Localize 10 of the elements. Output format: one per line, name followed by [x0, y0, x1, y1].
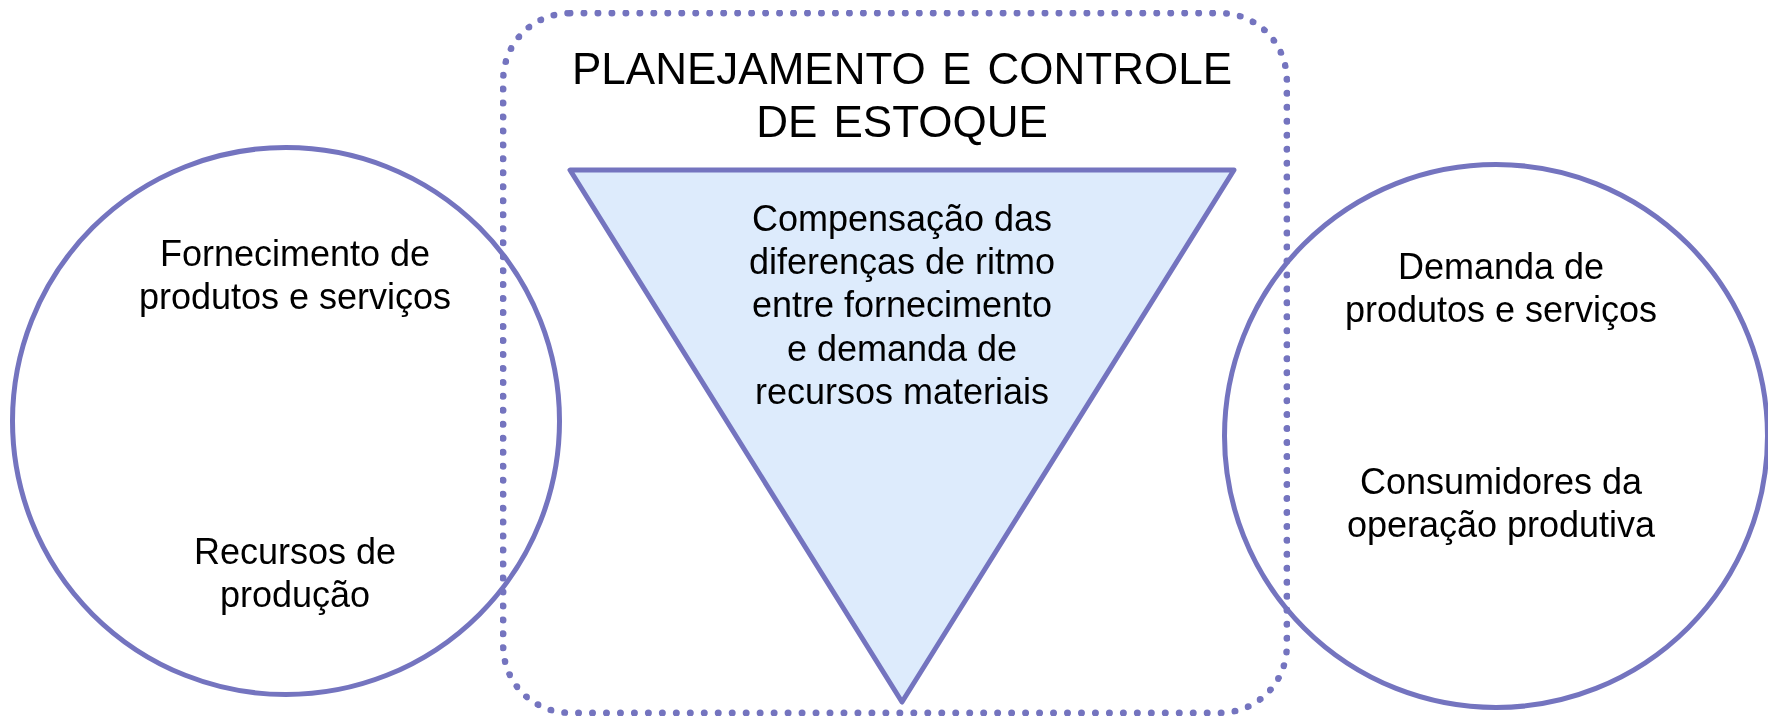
circle-node — [10, 145, 562, 697]
node-text: Compensação das diferenças de ritmo entre fornecimento e demanda de recursos materiais — [747, 197, 1057, 413]
dotted-frame — [500, 10, 1290, 716]
node-text: Fornecimento de produtos e serviços — [137, 232, 453, 319]
node-text: Recursos de produção — [192, 530, 398, 617]
node-text: Demanda de produtos e serviços — [1343, 245, 1659, 332]
inverted-triangle — [567, 167, 1237, 705]
title-text: PLANEJAMENTO E CONTROLE DE ESTOQUE — [571, 43, 1233, 148]
node-text: Consumidores da operação produtiva — [1345, 460, 1657, 547]
circle-node — [1222, 162, 1768, 710]
